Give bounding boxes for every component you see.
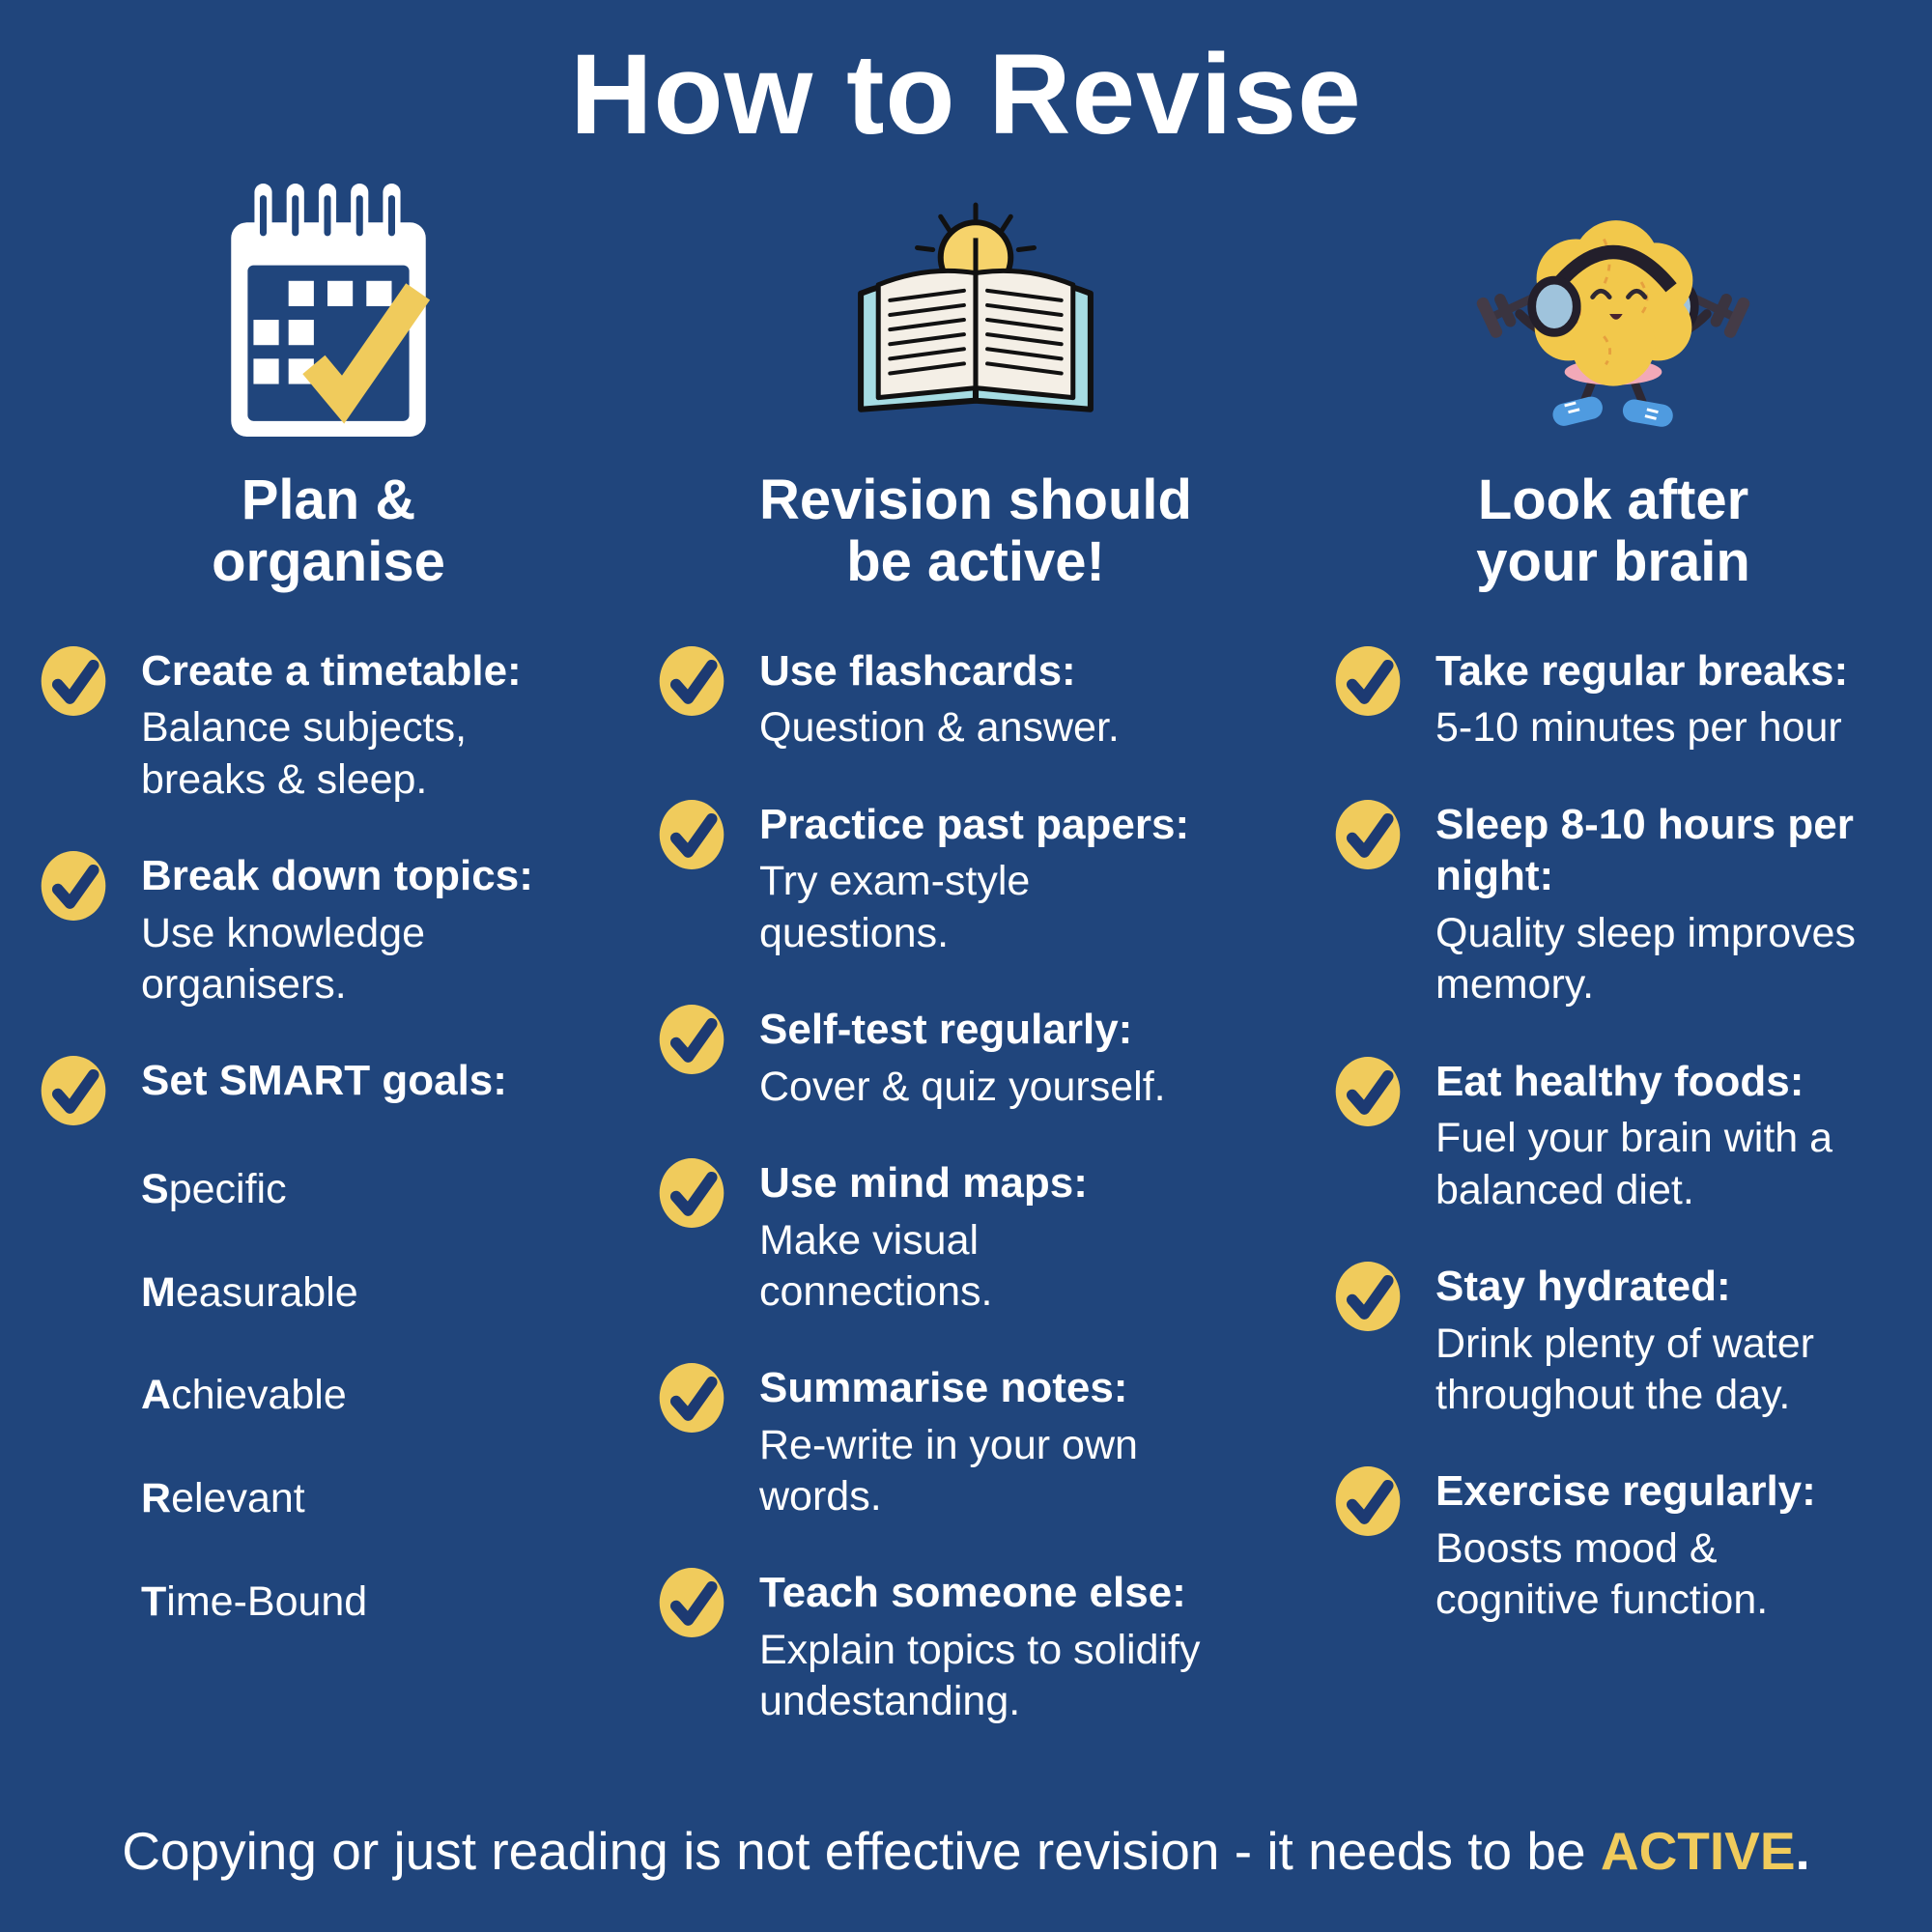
check-icon: [657, 1155, 726, 1231]
check-icon: [1333, 1054, 1403, 1129]
item-title: Teach someone else:: [759, 1569, 1186, 1617]
item-body: Explain topics to solidify undestanding.: [759, 1627, 1201, 1725]
item-body: Drink plenty of water throughout the day…: [1435, 1320, 1814, 1418]
columns-container: Plan & organise Create a timetable: Bala…: [0, 168, 1932, 1773]
list-item: Use flashcards: Question & answer.: [657, 645, 1294, 754]
acronym-line: Relevant: [141, 1475, 305, 1522]
item-title: Break down topics:: [141, 851, 533, 899]
calendar-check-icon: [39, 168, 618, 458]
item-title: Take regular breaks:: [1435, 646, 1849, 695]
checklist: Use flashcards: Question & answer. Pract…: [657, 645, 1294, 1728]
list-item: Teach someone else: Explain topics to so…: [657, 1567, 1294, 1727]
item-title: Summarise notes:: [759, 1364, 1128, 1412]
item-title: Self-test regularly:: [759, 1005, 1133, 1053]
check-icon: [39, 848, 108, 923]
item-body: Boosts mood & cognitive function.: [1435, 1524, 1769, 1624]
check-icon: [657, 1565, 726, 1640]
list-item: Eat healthy foods: Fuel your brain with …: [1333, 1056, 1893, 1216]
list-item: Self-test regularly: Cover & quiz yourse…: [657, 1004, 1294, 1113]
item-title: Create a timetable:: [141, 646, 522, 695]
footer-note: Copying or just reading is not effective…: [0, 1820, 1932, 1882]
smart-acronym: Specific Measurable Achievable Relevant …: [141, 1113, 507, 1679]
page-title: How to Revise: [570, 31, 1362, 158]
check-icon: [657, 1002, 726, 1077]
column-heading: Revision should be active!: [759, 469, 1192, 593]
item-body: Balance subjects, breaks & sleep.: [141, 704, 468, 803]
item-title: Eat healthy foods:: [1435, 1057, 1804, 1105]
item-body: 5-10 minutes per hour: [1435, 704, 1842, 752]
item-body: Cover & quiz yourself.: [759, 1063, 1166, 1110]
list-item: Stay hydrated: Drink plenty of water thr…: [1333, 1261, 1893, 1421]
list-item: Practice past papers: Try exam-style que…: [657, 799, 1294, 959]
item-body: Question & answer.: [759, 704, 1120, 752]
list-item: Take regular breaks: 5-10 minutes per ho…: [1333, 645, 1893, 754]
check-icon: [657, 797, 726, 872]
check-icon: [657, 1360, 726, 1435]
item-title: Use mind maps:: [759, 1158, 1088, 1207]
check-icon: [39, 1053, 108, 1128]
item-title: Set SMART goals:: [141, 1057, 507, 1105]
item-body: Use knowledge organisers.: [141, 909, 426, 1008]
item-body: Quality sleep improves memory.: [1435, 909, 1856, 1009]
item-body: Try exam-style questions.: [759, 858, 1031, 956]
check-icon: [1333, 1463, 1403, 1539]
column-heading: Plan & organise: [212, 469, 445, 593]
checklist: Take regular breaks: 5-10 minutes per ho…: [1333, 645, 1893, 1627]
item-title: Stay hydrated:: [1435, 1262, 1731, 1310]
footer-text: Copying or just reading is not effective…: [122, 1821, 1601, 1881]
column-revision-active: Revision should be active! Use flashcard…: [657, 168, 1294, 1773]
item-title: Use flashcards:: [759, 646, 1076, 695]
list-item: Exercise regularly: Boosts mood & cognit…: [1333, 1465, 1893, 1626]
checklist: Create a timetable: Balance subjects, br…: [39, 645, 618, 1680]
check-icon: [657, 643, 726, 719]
check-icon: [39, 643, 108, 719]
column-heading: Look after your brain: [1476, 469, 1750, 593]
list-item: Use mind maps: Make visual connections.: [657, 1157, 1294, 1318]
check-icon: [1333, 1259, 1403, 1334]
footer-period: .: [1795, 1821, 1810, 1881]
list-item-smart-goals: Set SMART goals: Specific Measurable Ach…: [39, 1055, 618, 1679]
acronym-line: Time-Bound: [141, 1577, 368, 1625]
item-body: Re-write in your own words.: [759, 1421, 1138, 1520]
acronym-line: Achievable: [141, 1372, 347, 1419]
footer-highlight: ACTIVE: [1600, 1821, 1796, 1881]
column-look-after-brain: Look after your brain Take regular break…: [1333, 168, 1893, 1773]
open-book-lightbulb-icon: [657, 168, 1294, 458]
acronym-line: Measurable: [141, 1268, 358, 1316]
list-item: Break down topics: Use knowledge organis…: [39, 850, 618, 1010]
list-item: Sleep 8-10 hours per night: Quality slee…: [1333, 799, 1893, 1011]
column-plan-organise: Plan & organise Create a timetable: Bala…: [39, 168, 618, 1773]
item-body: Fuel your brain with a balanced diet.: [1435, 1115, 1833, 1213]
item-body: Make visual connections.: [759, 1216, 993, 1315]
list-item: Create a timetable: Balance subjects, br…: [39, 645, 618, 806]
item-title: Practice past papers:: [759, 800, 1190, 848]
acronym-line: Specific: [141, 1166, 287, 1213]
item-title: Sleep 8-10 hours per night:: [1435, 800, 1854, 900]
list-item: Summarise notes: Re-write in your own wo…: [657, 1362, 1294, 1522]
check-icon: [1333, 797, 1403, 872]
check-icon: [1333, 643, 1403, 719]
brain-exercise-icon: [1333, 168, 1893, 458]
item-title: Exercise regularly:: [1435, 1467, 1816, 1516]
